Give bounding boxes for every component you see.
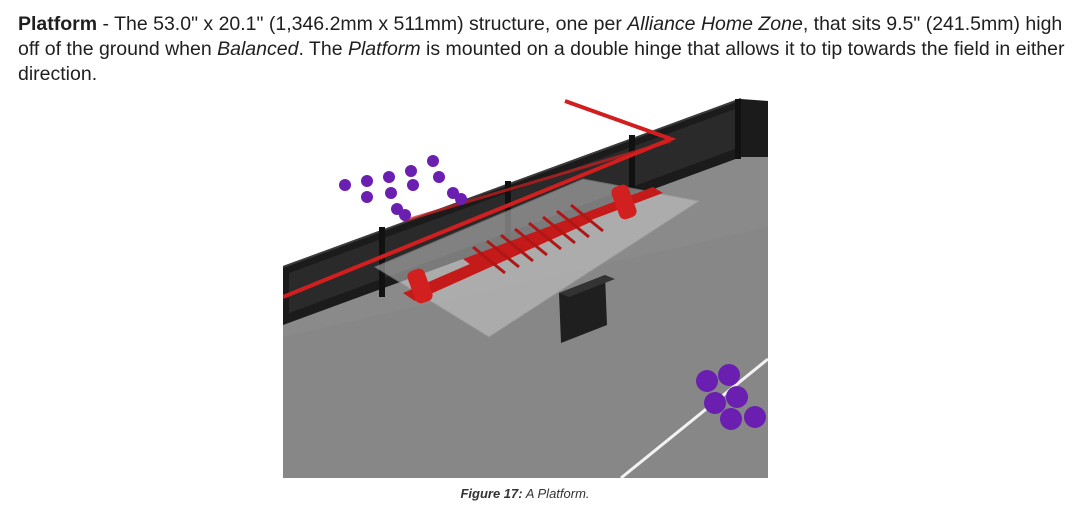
term-balanced: Balanced bbox=[217, 38, 299, 60]
term-platform: Platform bbox=[18, 13, 98, 35]
ring-cluster-top bbox=[339, 155, 467, 221]
ring-cluster-bottom bbox=[696, 364, 766, 430]
definition-text-3: . The bbox=[298, 38, 348, 60]
field-wall-right bbox=[741, 99, 768, 157]
wall-post bbox=[629, 135, 635, 201]
platform-figure bbox=[283, 97, 768, 478]
term-platform-ref: Platform bbox=[347, 38, 421, 60]
term-alliance-home-zone: Alliance Home Zone bbox=[627, 13, 803, 35]
platform-ribs bbox=[472, 203, 604, 275]
wall-top-edge bbox=[283, 98, 742, 268]
definition-text-4: is mounted on a double hinge that allows… bbox=[18, 38, 1065, 85]
wall-post bbox=[379, 227, 385, 297]
definition-text-1: The 53.0" x 20.1" (1,346.2mm x 511mm) st… bbox=[114, 13, 628, 35]
floor-red-tape bbox=[402, 139, 672, 223]
platform-roller bbox=[611, 184, 637, 220]
definition-text-2: , that sits 9.5" (241.5mm) high off of t… bbox=[18, 13, 1063, 60]
platform-definition: Platform - The 53.0" x 20.1" (1,346.2mm … bbox=[18, 12, 1080, 87]
field-floor-shade bbox=[283, 227, 768, 478]
figure-caption: Figure 17: A Platform. bbox=[0, 486, 1050, 501]
term-separator: - bbox=[97, 13, 115, 35]
figure-caption-text: A Platform. bbox=[522, 486, 590, 501]
platform-glass bbox=[373, 178, 701, 338]
floor-tape-white bbox=[620, 357, 768, 478]
platform-render bbox=[283, 98, 768, 478]
wall-post bbox=[735, 99, 741, 159]
alliance-line-red bbox=[283, 99, 677, 299]
platform-hinge-top bbox=[559, 275, 615, 297]
platform-roller bbox=[407, 268, 433, 304]
figure-caption-label: Figure 17: bbox=[460, 486, 523, 501]
